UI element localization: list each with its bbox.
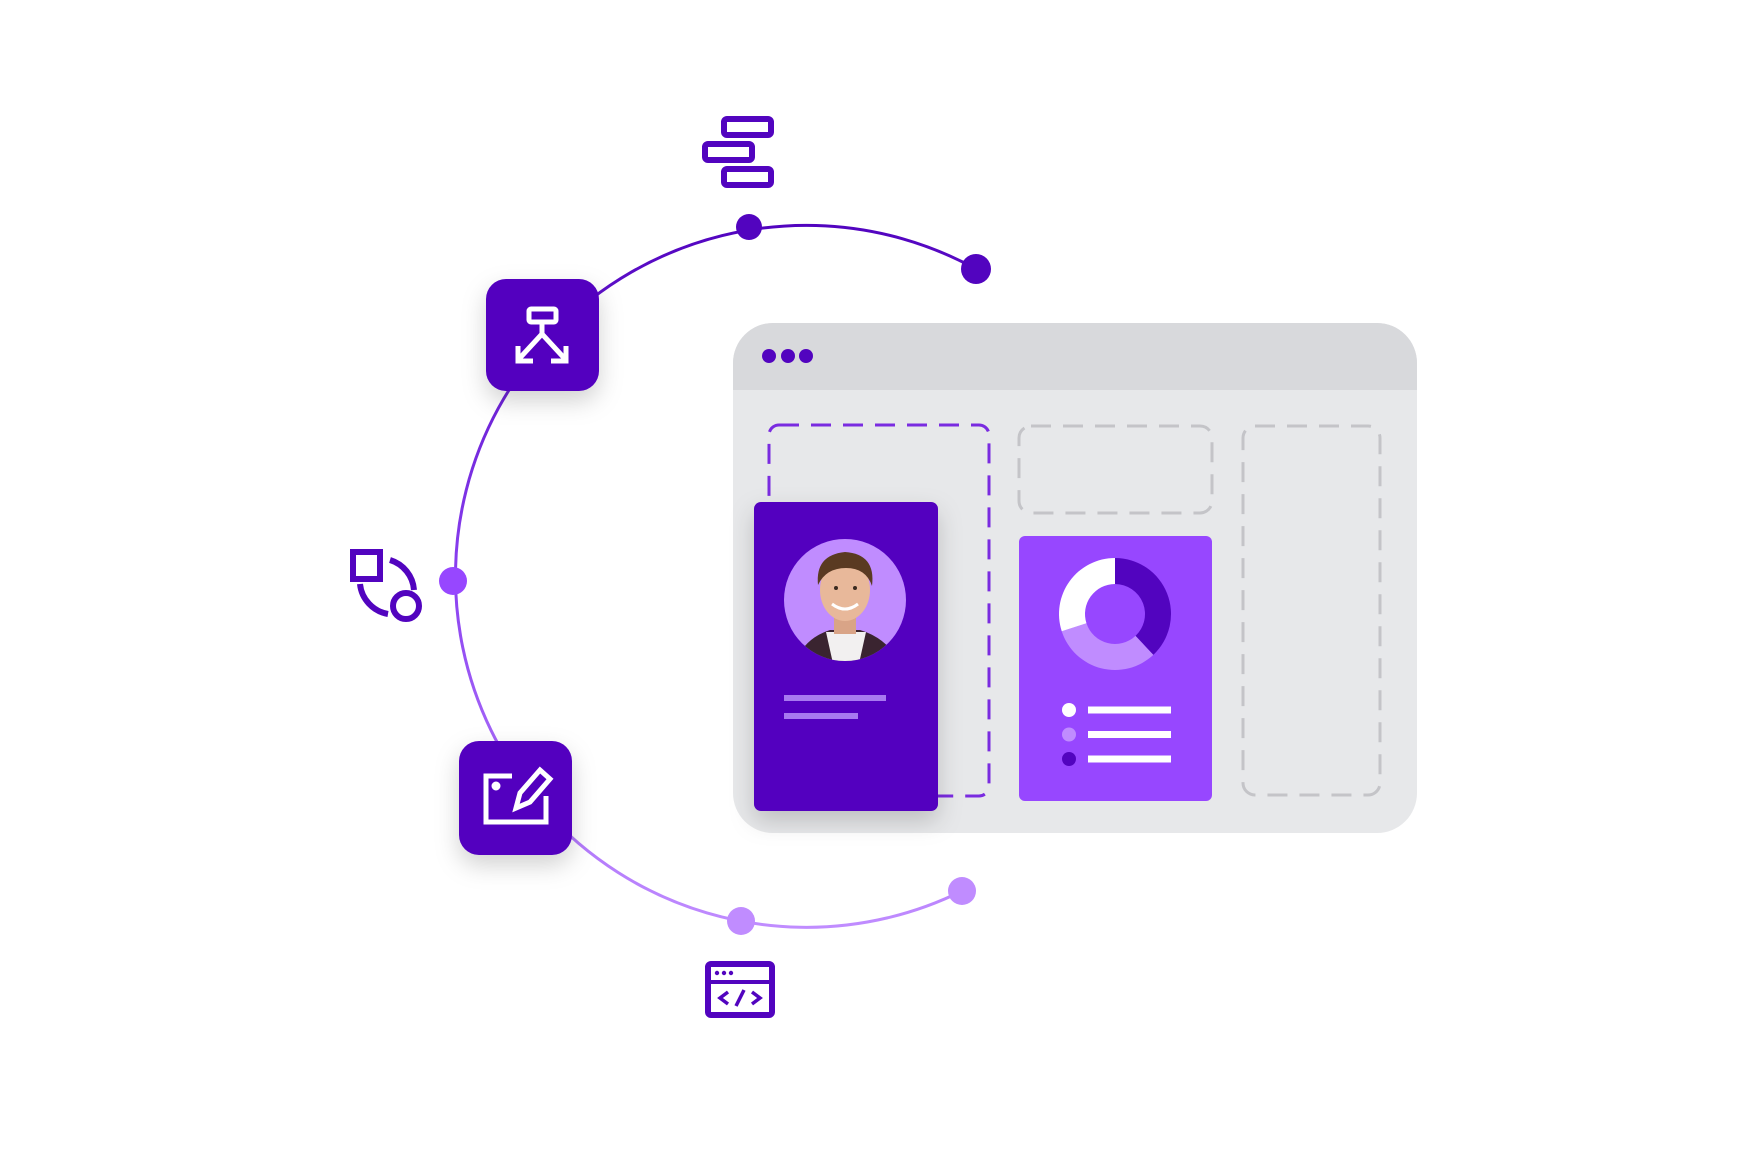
window-dot <box>762 349 776 363</box>
code-window-icon <box>705 961 775 1018</box>
profile-name-line <box>784 695 886 701</box>
window-dot <box>781 349 795 363</box>
chart-legend <box>1062 703 1171 766</box>
node-dot <box>727 907 755 935</box>
legend-line <box>1088 706 1171 714</box>
legend-dot <box>1062 703 1076 717</box>
drop-zone[interactable] <box>1017 424 1214 515</box>
donut-segment <box>1115 558 1172 655</box>
donut-segment <box>1061 623 1154 670</box>
node-dot <box>961 254 991 284</box>
flow-split-icon <box>515 306 569 364</box>
edit-button[interactable] <box>459 741 572 855</box>
node-dot <box>439 567 467 595</box>
node-dot <box>948 877 976 905</box>
shapes-icon <box>350 549 422 622</box>
legend-line <box>1088 731 1171 738</box>
legend-line <box>1088 755 1171 763</box>
node-dot <box>736 214 762 240</box>
profile-subtitle-line <box>784 713 858 719</box>
edit-icon <box>483 766 554 825</box>
window-dot <box>799 349 813 363</box>
donut-chart <box>1059 558 1172 670</box>
drop-zone[interactable] <box>1241 424 1382 797</box>
donut-segment <box>1059 558 1115 632</box>
legend-dot <box>1062 752 1076 766</box>
gantt-bars-icon <box>702 116 774 188</box>
legend-dot <box>1062 727 1076 742</box>
